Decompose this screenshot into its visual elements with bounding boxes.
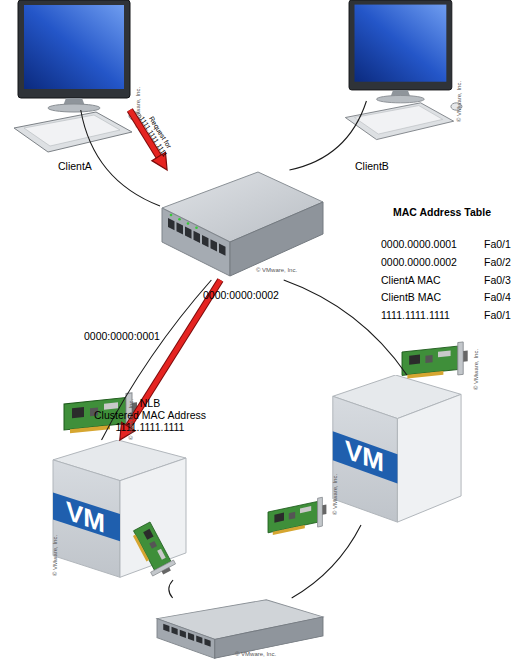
watermark: © VMware, Inc. xyxy=(235,651,276,658)
table-cell: Fa0/2 xyxy=(484,256,511,268)
watermark: © VMware, Inc. xyxy=(256,267,297,274)
watermark: © VMware, Inc. xyxy=(332,474,339,515)
table-cell: Fa0/3 xyxy=(484,274,511,286)
network-card xyxy=(130,521,178,580)
table-cell: 1111.1111.1111 xyxy=(381,309,450,321)
edge-label: 0000:0000:0001 xyxy=(84,330,160,342)
network-cable xyxy=(169,580,173,598)
computer-shape xyxy=(14,0,132,110)
arrow-outline xyxy=(127,280,221,429)
table-cell: ClientB MAC xyxy=(381,291,441,303)
nlb-note: 1111.1111.1111 xyxy=(116,421,185,433)
table-cell: 0000.0000.0001 xyxy=(381,238,457,250)
table-cell: Fa0/1 xyxy=(484,309,511,321)
edge-label: 0000:0000:0002 xyxy=(203,289,279,301)
watermark: © VMware, Inc. xyxy=(128,399,135,440)
edge-label: Request for 1111.1111.1111 xyxy=(136,108,178,162)
device-label: ClientA xyxy=(58,160,92,172)
network-switch: © VMware, Inc. xyxy=(155,598,325,660)
table-title: MAC Address Table xyxy=(393,206,491,218)
switch-shape xyxy=(155,598,325,660)
table-cell: Fa0/4 xyxy=(484,291,511,303)
nlb-note: NLB xyxy=(140,397,160,409)
client-computer: ClientB© VMware, Inc. xyxy=(345,0,454,101)
network-card xyxy=(268,496,326,537)
network-switch: © VMware, Inc. xyxy=(160,170,325,280)
client-computer: ClientA© VMware, Inc. xyxy=(14,0,132,110)
switch-shape xyxy=(160,170,325,280)
computer-shape xyxy=(345,0,454,101)
watermark: © VMware, Inc. xyxy=(52,535,59,576)
table-cell: 0000.0000.0002 xyxy=(381,256,457,268)
cable-line xyxy=(169,580,173,598)
network-cable xyxy=(292,525,361,598)
cable-line xyxy=(289,101,366,170)
device-label: ClientB xyxy=(355,160,389,172)
network-cable xyxy=(289,101,366,170)
watermark: © VMware, Inc. xyxy=(473,349,480,390)
nlb-note: Clustered MAC Address xyxy=(94,409,206,421)
network-card xyxy=(402,341,468,380)
table-cell: Fa0/1 xyxy=(484,238,511,250)
arrow-shaft xyxy=(127,280,221,429)
table-cell: ClientA MAC xyxy=(381,274,441,286)
cable-line xyxy=(292,525,361,598)
watermark: © VMware, Inc. xyxy=(456,81,463,122)
virtual-machine: VM© VMware, Inc. xyxy=(328,375,463,525)
